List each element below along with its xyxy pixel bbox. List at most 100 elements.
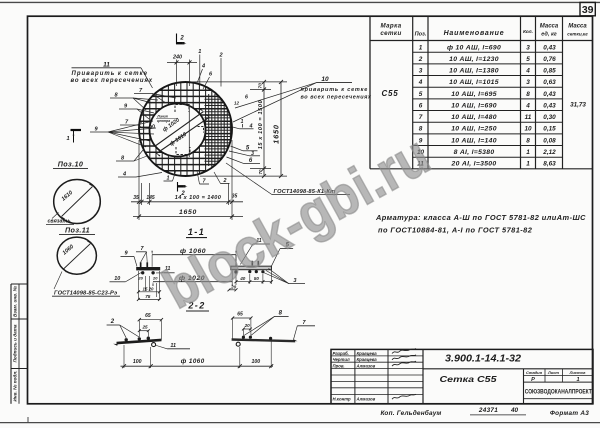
svg-text:2: 2: [223, 178, 227, 184]
svg-text:сетки: сетки: [380, 30, 401, 37]
svg-text:сетки,кг: сетки,кг: [567, 32, 588, 37]
svg-text:240: 240: [172, 54, 182, 60]
svg-text:10 АШ, l=690: 10 АШ, l=690: [451, 102, 497, 109]
svg-text:Р: Р: [531, 377, 535, 383]
svg-text:во всех пересечениях: во всех пересечениях: [301, 95, 372, 101]
svg-text:8: 8: [121, 156, 125, 162]
svg-text:9: 9: [419, 137, 423, 144]
svg-text:Листов: Листов: [569, 370, 586, 375]
svg-text:Чертил: Чертил: [333, 357, 351, 362]
svg-text:Пров.: Пров.: [333, 364, 345, 369]
svg-text:Алмазов: Алмазов: [356, 397, 376, 402]
svg-text:Приварить к сетке: Приварить к сетке: [72, 71, 149, 77]
svg-text:ГОСТ14098-85-К1-Кт: ГОСТ14098-85-К1-Кт: [274, 189, 336, 195]
svg-text:6: 6: [209, 72, 213, 78]
svg-text:10 АШ, l=695: 10 АШ, l=695: [451, 91, 497, 98]
svg-text:9: 9: [124, 104, 128, 110]
svg-text:25: 25: [141, 325, 148, 330]
svg-text:8: 8: [279, 310, 283, 316]
svg-text:6: 6: [419, 102, 423, 109]
svg-text:Кравцева: Кравцева: [357, 351, 378, 356]
svg-text:Алмазов: Алмазов: [356, 364, 376, 369]
svg-text:приварить к сетке: приварить к сетке: [301, 87, 369, 93]
svg-text:11: 11: [256, 238, 261, 244]
svg-text:15 х 100 = 1500: 15 х 100 = 1500: [258, 99, 264, 149]
svg-text:Масса: Масса: [540, 24, 559, 30]
svg-text:ед, кг: ед, кг: [541, 32, 557, 38]
svg-text:Н.контр: Н.контр: [333, 397, 352, 402]
svg-text:Масса: Масса: [568, 24, 587, 30]
svg-text:Коп. Гельденбаум: Коп. Гельденбаум: [381, 410, 442, 417]
svg-text:1: 1: [419, 44, 423, 51]
svg-text:0,08: 0,08: [543, 137, 556, 144]
svg-text:65: 65: [145, 313, 151, 319]
svg-text:1650: 1650: [179, 209, 197, 216]
svg-text:11: 11: [170, 343, 176, 349]
svg-text:3: 3: [419, 68, 423, 75]
svg-text:0,76: 0,76: [543, 56, 556, 63]
svg-text:2: 2: [180, 191, 185, 197]
svg-text:20: 20: [137, 275, 143, 280]
svg-text:50: 50: [254, 276, 260, 281]
svg-text:9: 9: [124, 251, 128, 257]
svg-text:0,43: 0,43: [543, 91, 556, 98]
svg-text:75: 75: [145, 294, 151, 299]
svg-text:Линия: Линия: [156, 115, 168, 119]
svg-text:2,12: 2,12: [542, 149, 556, 156]
svg-text:8: 8: [526, 91, 530, 98]
svg-text:31,73: 31,73: [570, 102, 586, 109]
svg-text:10 АШ, l=1015: 10 АШ, l=1015: [449, 79, 499, 86]
svg-text:по ГОСТ10884-81, А-I по ГОСТ: по ГОСТ10884-81, А-I по ГОСТ 5781-82: [378, 226, 533, 235]
svg-text:10 АШ, l=250: 10 АШ, l=250: [451, 126, 497, 133]
svg-text:5: 5: [246, 145, 250, 151]
svg-text:Арматура: класса А-Ш по ГОСТ 5: Арматура: класса А-Ш по ГОСТ 5781-82 или…: [375, 213, 586, 222]
svg-text:3: 3: [251, 151, 254, 157]
svg-text:Наименование: Наименование: [444, 30, 505, 37]
svg-text:1-1: 1-1: [188, 227, 205, 237]
svg-text:90: 90: [149, 124, 156, 131]
svg-text:10 АШ, l=480: 10 АШ, l=480: [451, 114, 497, 121]
svg-text:Кол.: Кол.: [523, 29, 533, 35]
svg-text:3: 3: [526, 79, 530, 86]
svg-text:15 20: 15 20: [143, 286, 155, 291]
svg-text:Сетка С55: Сетка С55: [440, 374, 497, 384]
svg-text:40: 40: [239, 276, 246, 281]
svg-text:1: 1: [576, 377, 579, 383]
svg-text:10: 10: [524, 126, 532, 133]
svg-text:9: 9: [94, 127, 98, 133]
svg-text:20: 20: [230, 284, 237, 289]
svg-text:5: 5: [526, 56, 530, 63]
svg-text:4: 4: [525, 68, 530, 75]
svg-text:Подпись и дата: Подпись и дата: [12, 324, 17, 362]
svg-text:1: 1: [66, 136, 69, 142]
svg-text:3: 3: [526, 44, 530, 51]
svg-text:145: 145: [146, 195, 155, 201]
svg-text:10: 10: [321, 76, 329, 83]
svg-text:1: 1: [198, 49, 201, 55]
svg-text:ф 1060: ф 1060: [180, 248, 206, 255]
svg-text:Инв. № подл.: Инв. № подл.: [12, 370, 17, 401]
svg-text:1650: 1650: [271, 124, 280, 144]
svg-text:0,43: 0,43: [543, 102, 556, 109]
svg-text:10 АШ, l=1380: 10 АШ, l=1380: [449, 68, 499, 75]
svg-text:4: 4: [201, 64, 206, 70]
svg-text:10: 10: [114, 276, 120, 282]
svg-text:6: 6: [249, 158, 253, 164]
svg-text:20: 20: [244, 323, 251, 328]
svg-text:39: 39: [582, 4, 594, 16]
svg-text:4: 4: [525, 102, 530, 109]
svg-text:11: 11: [103, 61, 110, 68]
svg-text:Поз.11: Поз.11: [65, 225, 90, 234]
svg-text:0,85: 0,85: [543, 68, 556, 75]
svg-text:0,15: 0,15: [543, 126, 556, 133]
svg-text:Лист: Лист: [547, 370, 559, 375]
svg-text:1: 1: [167, 176, 170, 182]
svg-text:Кравцева: Кравцева: [357, 357, 378, 362]
svg-text:Марка: Марка: [380, 23, 401, 30]
svg-text:Формат А3: Формат А3: [550, 410, 589, 417]
svg-text:24371: 24371: [478, 407, 498, 414]
svg-text:65: 65: [237, 311, 243, 317]
svg-text:20 АI, l=3500: 20 АI, l=3500: [451, 161, 497, 168]
svg-text:0,30: 0,30: [543, 114, 556, 121]
svg-text:2: 2: [218, 53, 223, 59]
